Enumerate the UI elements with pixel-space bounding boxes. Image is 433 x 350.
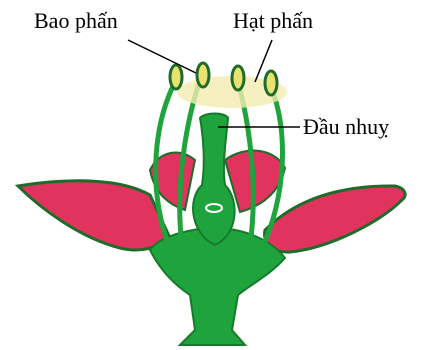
pollen-label: Hạt phấn <box>233 10 313 32</box>
anther-1 <box>170 65 182 89</box>
left-petal <box>18 181 170 250</box>
anther-2 <box>197 63 209 87</box>
anther-4 <box>265 71 277 95</box>
anther-leader-line <box>128 40 196 73</box>
anther-3 <box>232 66 244 90</box>
stigma-label: Đầu nhuỵ <box>303 116 389 138</box>
pistil <box>193 114 235 246</box>
right-petal <box>265 186 406 252</box>
anther-label: Bao phấn <box>34 10 118 32</box>
